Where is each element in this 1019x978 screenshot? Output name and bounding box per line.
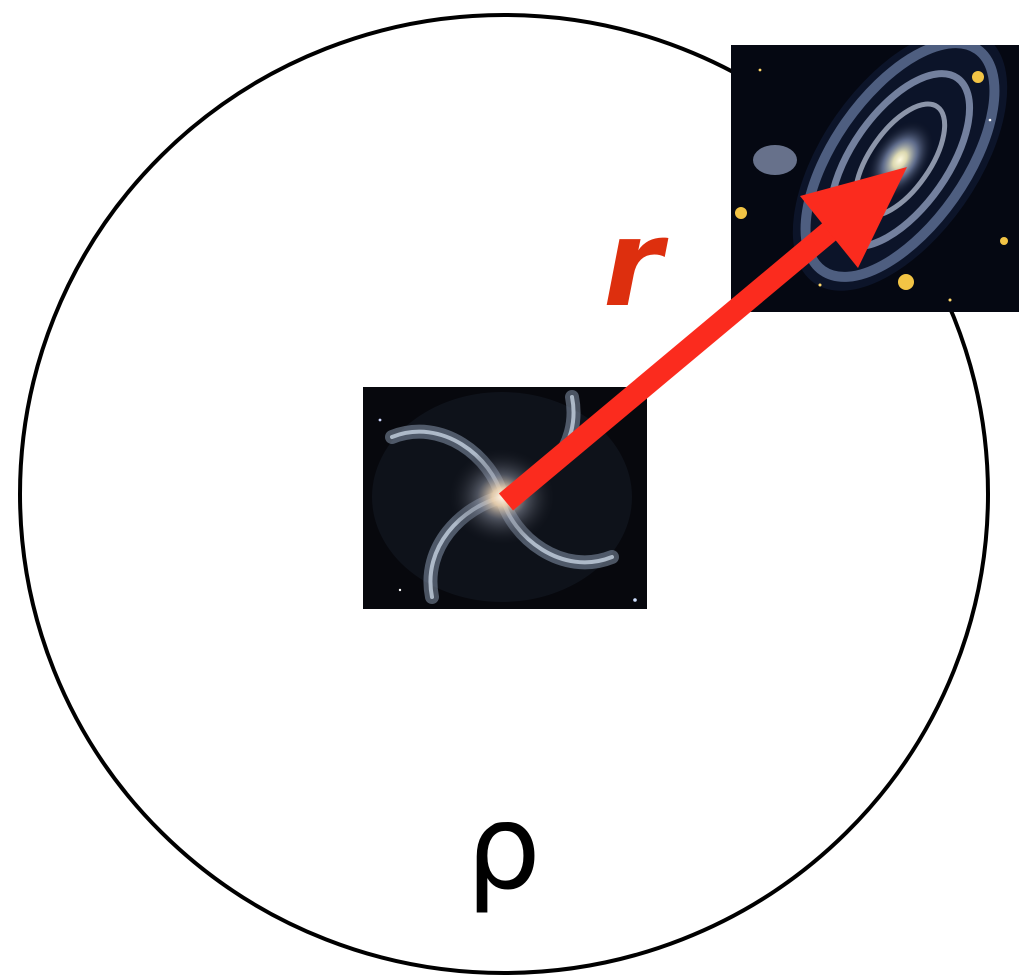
- arrowhead: [800, 167, 907, 268]
- density-region-circle: [18, 13, 990, 975]
- separation-arrow: [498, 167, 907, 511]
- density-label: ρ: [466, 778, 541, 916]
- separation-label: r: [603, 195, 669, 334]
